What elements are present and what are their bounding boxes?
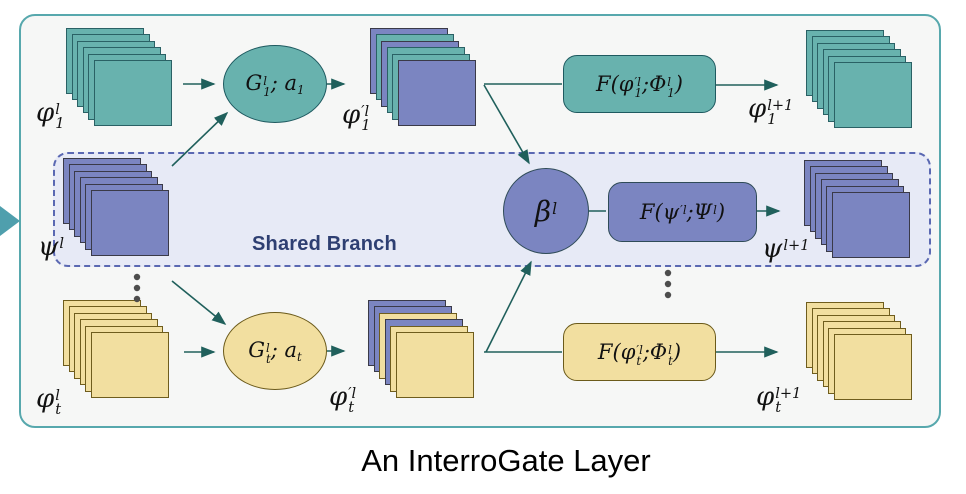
stack-phit <box>63 300 169 399</box>
shared-branch-label: Shared Branch <box>252 233 397 255</box>
feature-map-layer <box>93 60 172 126</box>
feature-map-layer <box>90 190 169 256</box>
shared-branch-box <box>53 152 931 267</box>
feature-map-layer <box>833 334 912 400</box>
feature-map-layer <box>90 332 169 398</box>
stack-psi-next <box>804 160 910 259</box>
layer-input-arrow <box>0 206 20 236</box>
feature-map-layer <box>397 60 476 126</box>
stack-phi1 <box>66 28 172 127</box>
stack-phit-prime <box>368 300 474 399</box>
stack-psi <box>63 158 169 257</box>
stack-phi1-prime <box>370 28 476 127</box>
feature-map-layer <box>831 192 910 258</box>
stack-phi1-next <box>806 30 912 129</box>
stack-phit-next <box>806 302 912 401</box>
feature-map-layer <box>395 332 474 398</box>
feature-map-layer <box>833 62 912 128</box>
figure-caption: An InterroGate Layer <box>361 443 651 478</box>
